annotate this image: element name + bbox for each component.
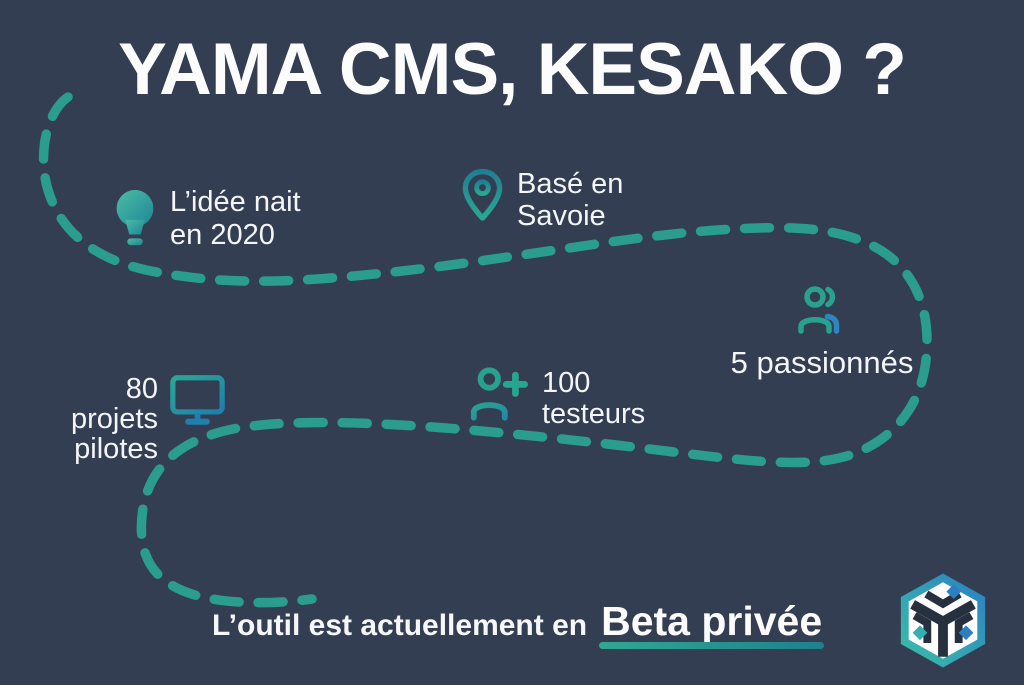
milestone-idea-label: L’idée nait en 2020 [170, 186, 301, 251]
milestone-testers-label: 100 testeurs [542, 367, 646, 430]
milestone-team: 5 passionnés [722, 285, 922, 379]
lightbulb-icon [112, 188, 158, 253]
yama-cms-logo [894, 573, 992, 668]
beta-badge: Beta privée [599, 598, 825, 653]
user-plus-icon [468, 366, 528, 428]
footer-status: L’outil est actuellement en Beta privée [212, 598, 825, 653]
footer-status-text: L’outil est actuellement en [212, 609, 588, 642]
milestone-testers: 100 testeurs [468, 366, 645, 430]
milestone-location: Basé en Savoie [462, 168, 623, 232]
milestone-team-label: 5 passionnés [730, 345, 914, 380]
people-group-icon [795, 285, 849, 340]
milestone-location-label: Basé en Savoie [517, 168, 624, 232]
milestone-idea: L’idée nait en 2020 [112, 186, 301, 253]
milestone-projects: 80 projets pilotes [36, 374, 225, 464]
monitor-icon [170, 374, 225, 434]
milestone-projects-label: 80 projets pilotes [70, 373, 158, 465]
page-title: YAMA CMS, KESAKO ? [118, 29, 907, 110]
map-pin-icon [462, 168, 503, 229]
